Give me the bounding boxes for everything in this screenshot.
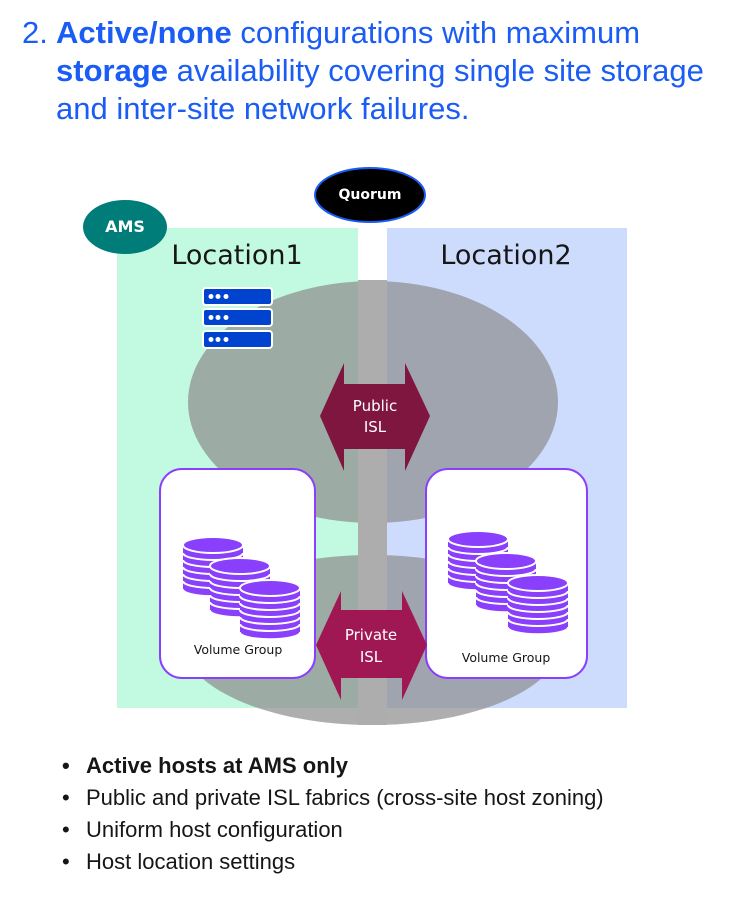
private-isl-arrow[interactable]: Private ISL [316,591,427,700]
location1-title: Location1 [171,240,302,271]
heading-text-part: availability covering single site storag… [56,53,704,126]
volume-group-left[interactable]: Volume Group [159,468,316,679]
private-isl-label-line1: Private [345,626,397,644]
location2-title: Location2 [440,240,571,271]
bullet-item: Uniform host configuration [62,814,604,846]
requirements-list: Active hosts at AMS only Public and priv… [62,750,604,878]
topology-diagram: Quorum AMS Location1 Location2 Public IS… [83,167,627,725]
bullet-item: Active hosts at AMS only [62,750,604,782]
heading-bold-storage: storage [56,53,168,88]
volume-group-right[interactable]: Volume Group [425,468,588,679]
volume-group-left-label: Volume Group [194,642,283,657]
public-isl-label-line1: Public [353,397,397,415]
heading-text: Active/none configurations with maximum … [56,14,742,128]
bullet-item: Host location settings [62,846,604,878]
heading: 2. Active/none configurations with maxim… [22,14,742,128]
server-rack-icon [202,287,273,349]
heading-bold-active-none: Active/none [56,15,232,50]
ams-site-badge: AMS [83,200,167,254]
bullet-item: Public and private ISL fabrics (cross-si… [62,782,604,814]
heading-text-part: configurations with maximum [231,15,641,50]
public-isl-label-line2: ISL [364,418,387,436]
ams-label: AMS [105,217,145,236]
quorum-label: Quorum [339,187,402,203]
heading-number: 2. [22,15,48,50]
public-isl-arrow[interactable]: Public ISL [320,363,430,471]
volume-group-right-label: Volume Group [462,650,551,665]
private-isl-label-line2: ISL [360,648,383,666]
quorum-node: Quorum [314,167,426,223]
